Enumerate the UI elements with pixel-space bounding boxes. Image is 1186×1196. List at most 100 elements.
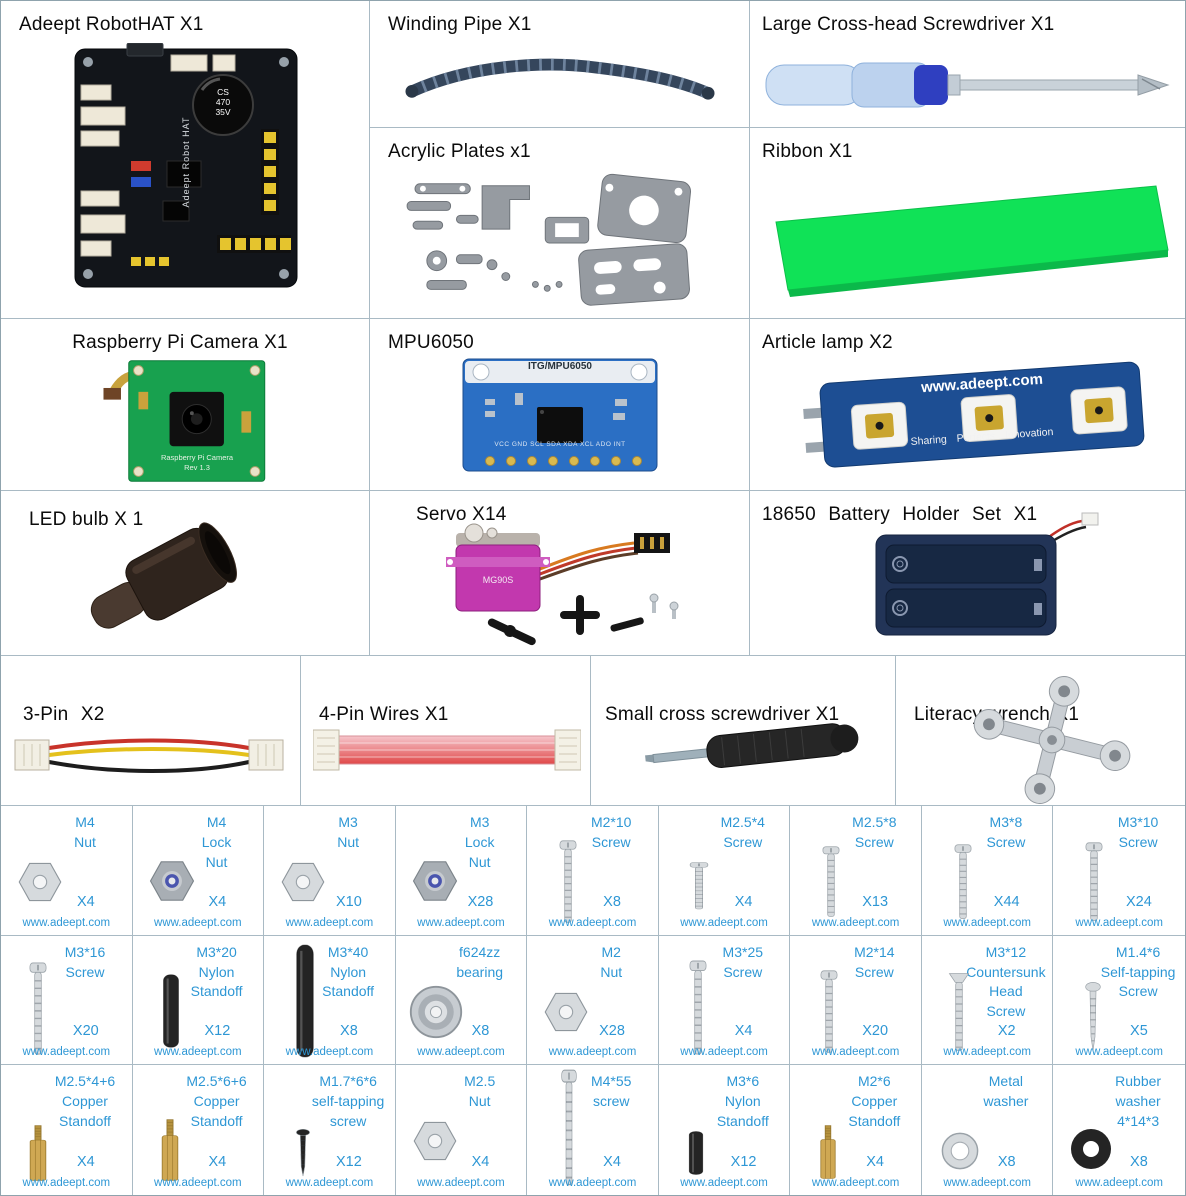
cross-wrench-image <box>973 676 1131 804</box>
hw-site: www.adeept.com <box>22 1177 111 1189</box>
hw-item-m1p7x6x6-selftapping-screw: M1.7*6*6 self-tapping screw X12 www.adee… <box>264 1065 396 1195</box>
hw-item-m2p5x6p6-copper-standoff: M2.5*6+6 Copper Standoff X4 www.adeept.c… <box>132 1065 265 1195</box>
hw-site: www.adeept.com <box>417 916 505 929</box>
panel-4pin: 4-Pin Wires X1 <box>301 656 591 806</box>
hw-name: M2 Nut <box>600 943 623 980</box>
hw-item-m3-nut: M3 Nut X10 www.adeept.com <box>264 806 396 936</box>
ribbon-image <box>775 185 1169 297</box>
hw-item-m3x10-screw: M3*10 Screw X24 www.adeept.com <box>1053 806 1185 936</box>
hw-site: www.adeept.com <box>1075 1046 1163 1059</box>
copper-standoff-icon <box>157 1119 183 1181</box>
hw-name: f624zz bearing <box>456 943 504 980</box>
hw-site: www.adeept.com <box>811 916 900 929</box>
hw-site: www.adeept.com <box>1075 916 1163 929</box>
hw-site: www.adeept.com <box>680 916 768 929</box>
hw-site: www.adeept.com <box>417 1046 505 1059</box>
hw-site: www.adeept.com <box>943 916 1031 929</box>
hw-name: M3 Lock Nut <box>464 814 495 870</box>
hw-item-m3x20-nylon-standoff: M3*20 Nylon Standoff X12 www.adeept.com <box>132 935 265 1066</box>
hw-qty: X4 <box>76 1154 95 1170</box>
hw-site: www.adeept.com <box>154 1046 242 1059</box>
hw-name: M4 Lock Nut <box>201 814 232 870</box>
panel-battery-holder-label: 18650 Battery Holder Set X1 <box>762 504 1038 525</box>
hardware-grid: M4 Nut X4 www.adeept.com M4 Lock Nut X4 … <box>1 806 1185 1195</box>
hw-item-m3-lock-nut: M3 Lock Nut X28 www.adeept.com <box>395 806 528 936</box>
robothat-board-image <box>74 43 298 288</box>
panel-screwdriver-small: Small cross screwdriver X1 <box>591 656 896 806</box>
hw-site: www.adeept.com <box>154 1177 242 1189</box>
hw-qty: X12 <box>730 1154 757 1170</box>
hw-item-m2p5-nut: M2.5 Nut X4 www.adeept.com <box>395 1065 528 1195</box>
hw-name: M3*12 Countersunk Head Screw <box>966 943 1046 1020</box>
acrylic-plates-image <box>406 173 692 306</box>
hw-name: M2.5*4 Screw <box>720 814 765 850</box>
panel-winding-pipe-label: Winding Pipe X1 <box>388 14 532 35</box>
panel-acrylic-plates: Acrylic Plates x1 <box>370 128 750 319</box>
hw-item-m2x10-screw: M2*10 Screw X8 www.adeept.com <box>527 806 659 936</box>
panel-led-bulb-label: LED bulb X 1 <box>29 509 144 530</box>
hw-item-m2p5x4p6-copper-standoff: M2.5*4+6 Copper Standoff X4 www.adeept.c… <box>1 1065 133 1195</box>
hw-item-metal-washer: Metal washer X8 www.adeept.com <box>921 1065 1054 1195</box>
hw-site: www.adeept.com <box>548 1177 637 1189</box>
self-tapping-screw-icon <box>1083 982 1103 1052</box>
hw-qty: X8 <box>997 1154 1016 1170</box>
machine-screw-icon <box>818 970 840 1054</box>
copper-standoff-icon <box>816 1125 840 1179</box>
hw-qty: X12 <box>204 1023 231 1040</box>
hw-name: Metal washer <box>983 1073 1029 1110</box>
hw-name: M4 Nut <box>74 814 96 850</box>
hw-item-m1p4x6-selftapping-screw: M1.4*6 Self-tapping Screw X5 www.adeept.… <box>1053 935 1185 1066</box>
hw-site: www.adeept.com <box>680 1046 768 1059</box>
panel-article-lamp-label: Article lamp X2 <box>762 332 893 353</box>
hw-site: www.adeept.com <box>548 1046 637 1059</box>
hw-qty: X28 <box>467 893 494 910</box>
panel-winding-pipe: Winding Pipe X1 <box>370 1 750 128</box>
hw-qty: X28 <box>599 1023 625 1040</box>
hw-item-m2-nut: M2 Nut X28 www.adeept.com <box>527 935 659 1066</box>
hw-qty: X4 <box>208 1154 227 1170</box>
hw-site: www.adeept.com <box>1075 1177 1163 1189</box>
machine-screw-icon <box>1083 842 1105 922</box>
hw-item-m3x6-nylon-standoff: M3*6 Nylon Standoff X12 www.adeept.com <box>658 1065 791 1195</box>
hw-qty: X4 <box>866 1154 885 1170</box>
hw-item-m3x12-countersunk-screw: M3*12 Countersunk Head Screw X2 www.adee… <box>921 935 1054 1066</box>
mpu6050-board-image <box>462 358 658 472</box>
hw-item-m4x55-screw: M4*55 screw X4 www.adeept.com <box>527 1065 659 1195</box>
machine-screw-icon <box>27 962 49 1056</box>
hw-item-f624zz-bearing: f624zz bearing X8 www.adeept.com <box>395 935 528 1066</box>
battery-holder-image <box>875 512 1099 636</box>
hw-site: www.adeept.com <box>285 1177 374 1189</box>
hw-name: M2.5*8 Screw <box>852 814 897 850</box>
panel-screwdriver-large: Large Cross-head Screwdriver X1 <box>750 1 1185 128</box>
hw-site: www.adeept.com <box>943 1046 1031 1059</box>
hw-item-m3x8-screw: M3*8 Screw X44 www.adeept.com <box>921 806 1054 936</box>
hw-site: www.adeept.com <box>417 1177 505 1189</box>
hw-qty: X44 <box>993 893 1020 910</box>
hw-qty: X4 <box>76 893 95 910</box>
panel-camera: Raspberry Pi Camera X1 Raspberry Pi Came… <box>1 319 370 491</box>
hw-qty: X4 <box>603 1154 621 1170</box>
panel-servo-label: Servo X14 <box>416 504 507 525</box>
hw-name: M3*40 Nylon Standoff <box>322 943 375 1000</box>
hw-name: M3*20 Nylon Standoff <box>190 943 243 1000</box>
hw-qty: X4 <box>208 893 227 910</box>
hw-item-m2p5x4-screw: M2.5*4 Screw X4 www.adeept.com <box>658 806 791 936</box>
hw-name: M3 Nut <box>337 814 360 850</box>
hw-qty: X2 <box>997 1023 1016 1040</box>
panel-screwdriver-small-label: Small cross screwdriver X1 <box>605 704 840 725</box>
hw-name: M3*16 Screw <box>64 943 106 980</box>
hw-name: M3*25 Screw <box>722 943 764 980</box>
hw-site: www.adeept.com <box>943 1177 1031 1189</box>
panel-camera-label: Raspberry Pi Camera X1 <box>72 332 288 353</box>
hw-site: www.adeept.com <box>285 1046 374 1059</box>
hw-qty: X12 <box>336 1154 362 1170</box>
hw-name: M1.7*6*6 self-tapping screw <box>311 1073 385 1130</box>
hw-site: www.adeept.com <box>154 916 242 929</box>
large-screwdriver-image <box>765 62 1170 108</box>
panel-ribbon: Ribbon X1 <box>750 128 1185 319</box>
hw-site: www.adeept.com <box>548 916 637 929</box>
three-pin-wire-image <box>14 738 284 773</box>
hw-name: Rubber washer 4*14*3 <box>1115 1073 1162 1130</box>
panel-robothat: Adeept RobotHAT X1 <box>1 1 370 319</box>
